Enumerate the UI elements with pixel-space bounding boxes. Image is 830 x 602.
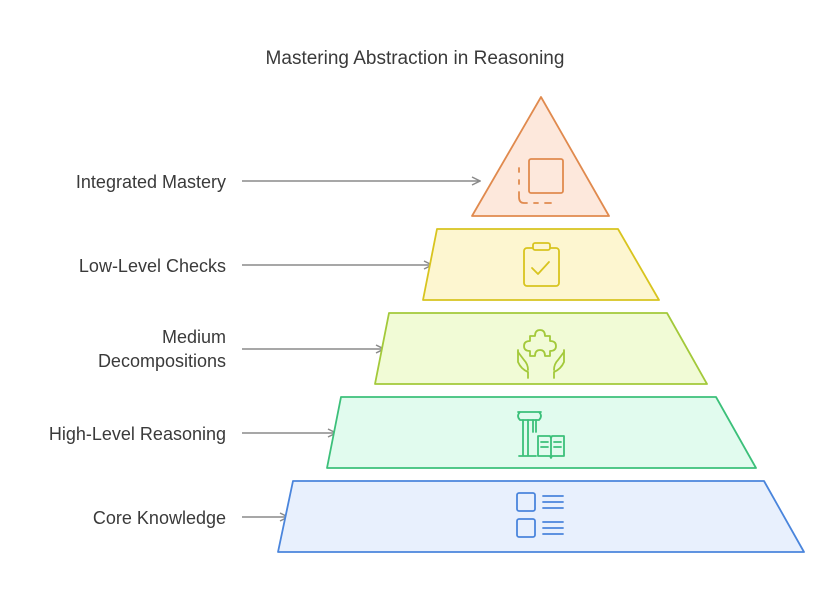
level-low-level-checks — [422, 228, 660, 301]
level-core-knowledge — [277, 480, 805, 553]
column-book-icon — [517, 411, 565, 459]
list-checkboxes-icon — [516, 492, 564, 538]
level-integrated-mastery — [471, 96, 610, 217]
diagram-title: Mastering Abstraction in Reasoning — [265, 48, 565, 69]
label-medium-decompositions-line2: Decompositions — [97, 351, 226, 371]
level-high-level-reasoning — [326, 396, 757, 469]
clipboard-check-icon — [523, 242, 560, 287]
label-core-knowledge: Core Knowledge — [92, 508, 226, 528]
level-medium-decompositions — [374, 312, 708, 385]
label-integrated-mastery: Integrated Mastery — [75, 172, 226, 192]
hands-puzzle-icon — [517, 329, 565, 379]
label-medium-decompositions-line1: Medium — [161, 327, 226, 347]
label-low-level-checks: Low-Level Checks — [78, 256, 226, 276]
label-high-level-reasoning: High-Level Reasoning — [48, 424, 226, 444]
frame-selection-icon — [518, 158, 564, 204]
